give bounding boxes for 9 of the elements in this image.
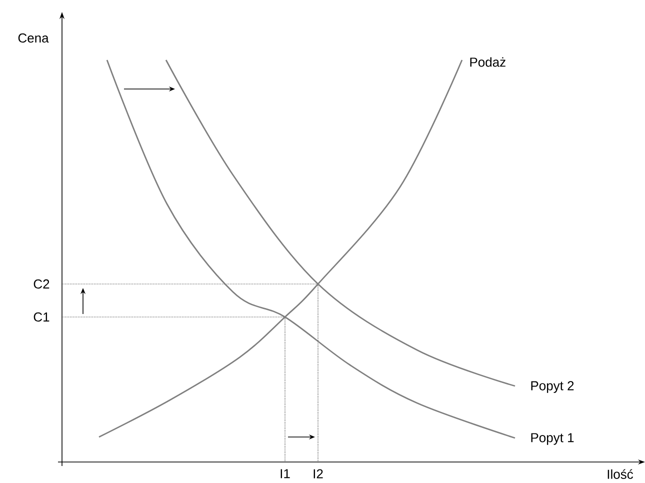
axis-title: Cena xyxy=(18,33,49,43)
curve-label: Podaż xyxy=(470,57,506,67)
axis-title: Ilość xyxy=(608,469,634,479)
tick-label: C1 xyxy=(34,312,50,322)
tick-label: I1 xyxy=(280,469,290,478)
tick-label: C2 xyxy=(34,279,50,289)
curve-label: Popyt 2 xyxy=(531,381,574,393)
curve-label: Popyt 1 xyxy=(531,433,574,445)
tick-label: I2 xyxy=(314,469,323,478)
